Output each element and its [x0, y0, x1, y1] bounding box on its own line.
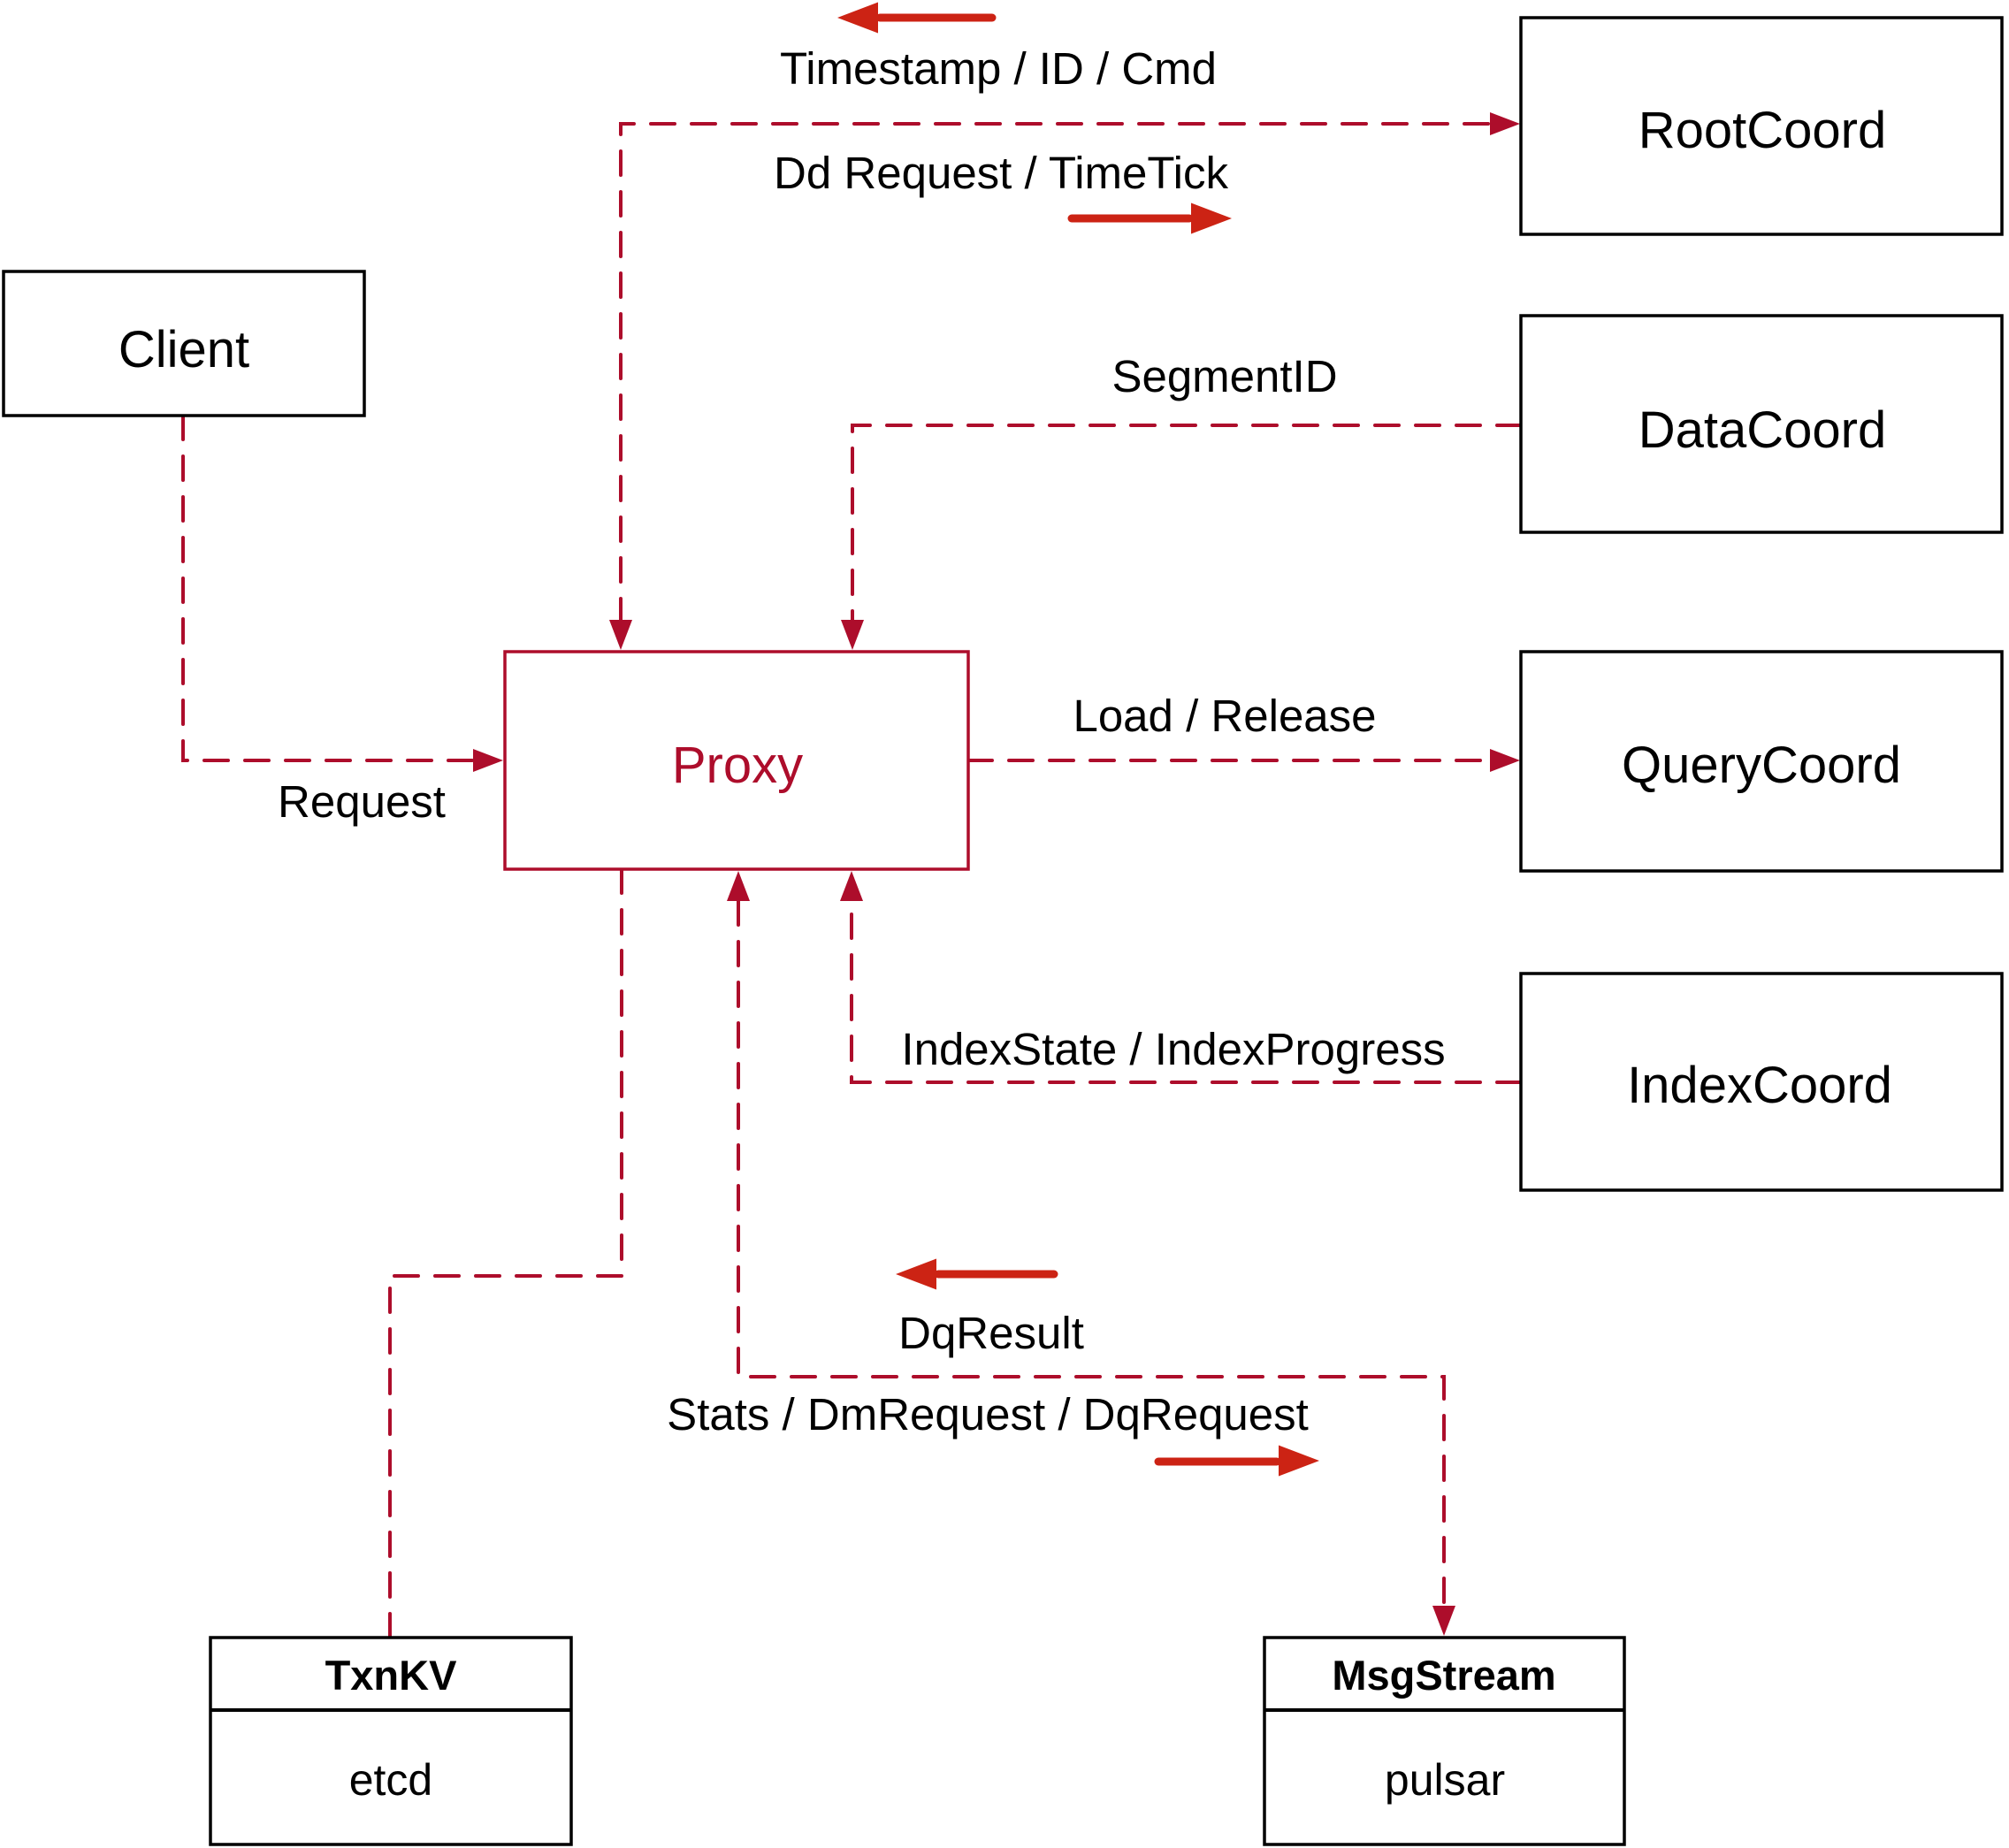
- svg-text:IndexCoord: IndexCoord: [1627, 1057, 1892, 1114]
- svg-text:DataCoord: DataCoord: [1639, 401, 1886, 459]
- svg-text:RootCoord: RootCoord: [1639, 102, 1886, 159]
- svg-text:Client: Client: [118, 321, 249, 378]
- svg-text:Load / Release: Load / Release: [1073, 691, 1376, 741]
- svg-text:IndexState / IndexProgress: IndexState / IndexProgress: [901, 1024, 1445, 1074]
- svg-text:SegmentID: SegmentID: [1111, 351, 1337, 401]
- svg-text:Stats / DmRequest / DqRequest: Stats / DmRequest / DqRequest: [667, 1389, 1309, 1439]
- svg-text:Proxy: Proxy: [672, 737, 803, 794]
- svg-text:Request: Request: [278, 776, 446, 827]
- svg-text:MsgStream: MsgStream: [1332, 1652, 1555, 1699]
- svg-text:pulsar: pulsar: [1385, 1755, 1505, 1805]
- svg-text:Timestamp / ID / Cmd: Timestamp / ID / Cmd: [780, 43, 1217, 94]
- svg-text:QueryCoord: QueryCoord: [1622, 737, 1901, 794]
- svg-text:TxnKV: TxnKV: [325, 1652, 458, 1699]
- svg-text:Dd Request / TimeTick: Dd Request / TimeTick: [774, 148, 1228, 198]
- svg-text:DqResult: DqResult: [898, 1308, 1084, 1358]
- svg-text:etcd: etcd: [349, 1755, 433, 1805]
